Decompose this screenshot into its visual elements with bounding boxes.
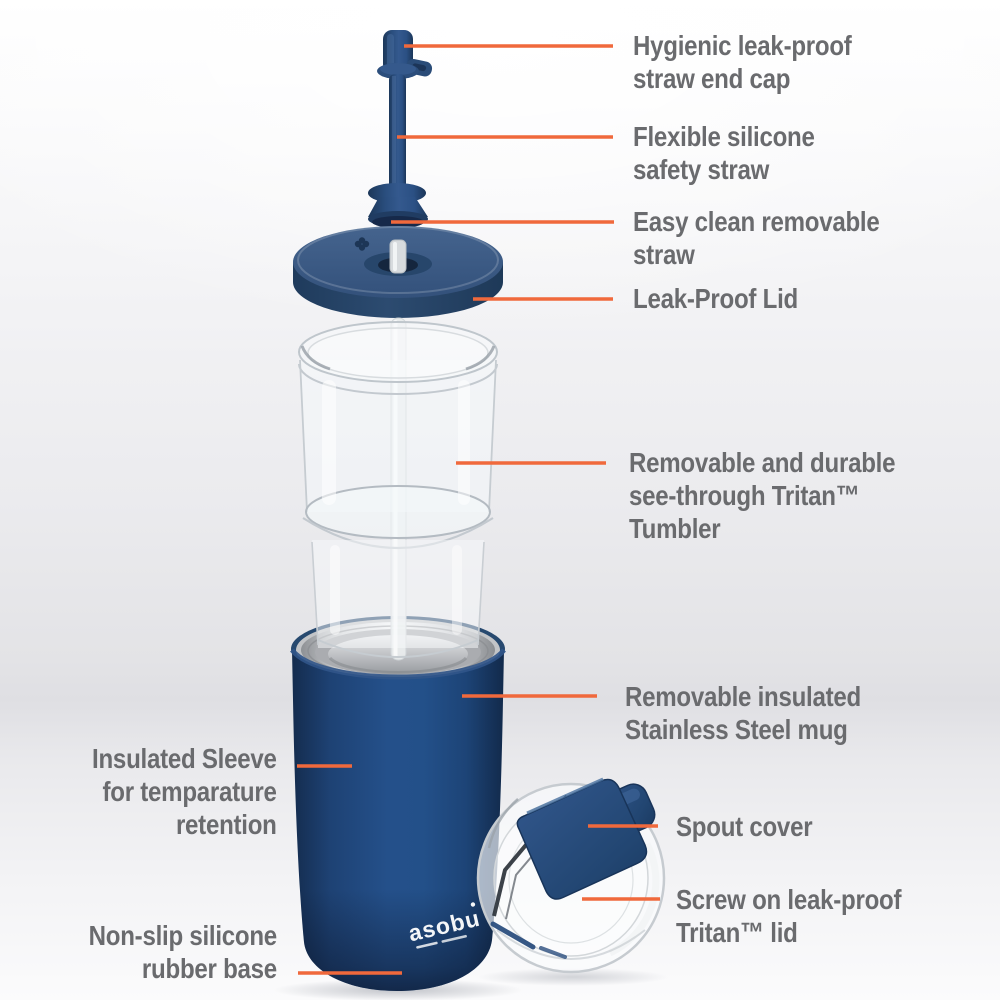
steel-mug-body: asobu	[290, 648, 506, 991]
callout-tritan-tumbler: Removable and durable see-through Tritan…	[629, 447, 896, 544]
callout-tritan-lid: Screw on leak-proof Tritan™ lid	[676, 884, 902, 948]
lid-icon	[354, 237, 370, 251]
callout-leak-proof-lid: Leak-Proof Lid	[633, 283, 798, 314]
tritan-lid-part	[476, 777, 666, 974]
lid-straw-stub	[389, 239, 407, 274]
callout-straw-end-cap: Hygienic leak-proof straw end cap	[633, 30, 852, 94]
callout-removable-straw: Easy clean removable straw	[633, 206, 880, 270]
tritan-tumbler-part	[298, 321, 498, 658]
straw-end-cap	[377, 30, 433, 79]
leader-lines	[297, 44, 660, 975]
leak-proof-lid-part	[293, 226, 503, 318]
callout-rubber-base: Non-slip silicone rubber base	[88, 920, 278, 984]
spout-cover-part	[516, 777, 656, 900]
callout-steel-mug: Removable insulated Stainless Steel mug	[625, 681, 861, 745]
callout-spout-cover: Spout cover	[676, 811, 813, 842]
lid-shadow	[478, 968, 668, 986]
callout-insulated-sleeve: Insulated Sleeve for temparature retenti…	[92, 743, 277, 840]
straw-tube	[389, 74, 406, 190]
callout-silicone-straw: Flexible silicone safety straw	[633, 121, 815, 185]
